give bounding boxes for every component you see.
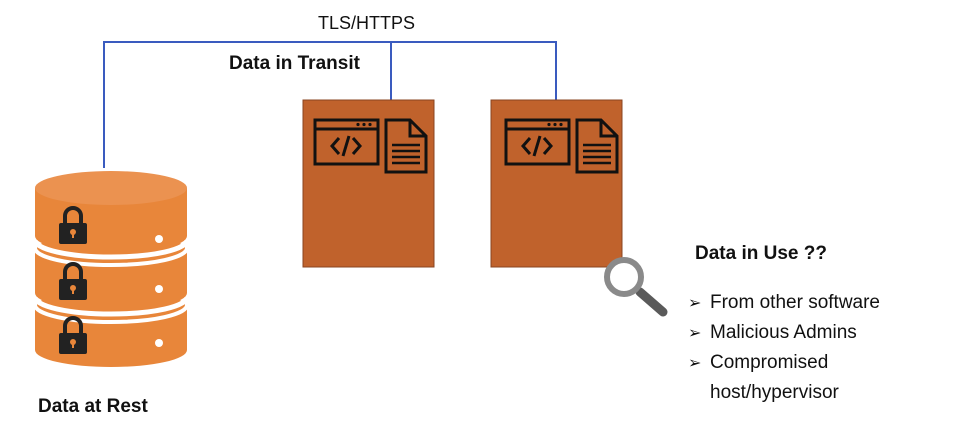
connection-line-main <box>103 41 557 168</box>
drive-indicator <box>155 339 163 347</box>
data-in-use-label: Data in Use ?? <box>695 243 827 264</box>
data-at-rest-label: Data at Rest <box>38 396 148 417</box>
document-icon <box>575 118 619 174</box>
lock-icon <box>59 316 87 354</box>
server-box <box>302 99 435 268</box>
database-icon <box>32 171 190 367</box>
risk-item-text: Malicious Admins <box>710 322 857 343</box>
risk-item-text: From other software <box>710 292 880 313</box>
drive-indicator <box>155 235 163 243</box>
code-window-icon <box>313 118 380 166</box>
risk-list: ➢ From other software ➢ Malicious Admins ➢… <box>688 288 880 408</box>
risk-item: ➢ Compromised host/hypervisor <box>688 348 880 408</box>
lock-icon <box>59 262 87 300</box>
risk-item: ➢ From other software <box>688 288 880 318</box>
arrow-bullet-icon: ➢ <box>688 323 702 342</box>
arrow-bullet-icon: ➢ <box>688 353 702 372</box>
code-window-icon <box>504 118 571 166</box>
server-box <box>490 99 623 268</box>
protocol-label: TLS/HTTPS <box>318 13 416 33</box>
document-icon <box>384 118 428 174</box>
drive-indicator <box>155 285 163 293</box>
data-in-transit-label: Data in Transit <box>229 53 360 74</box>
lock-icon <box>59 206 87 244</box>
magnifier-icon <box>604 257 668 317</box>
connection-lines <box>103 41 557 168</box>
arrow-bullet-icon: ➢ <box>688 293 702 312</box>
risk-item: ➢ Malicious Admins <box>688 318 880 348</box>
risk-item-text: Compromised host/hypervisor <box>710 352 839 403</box>
